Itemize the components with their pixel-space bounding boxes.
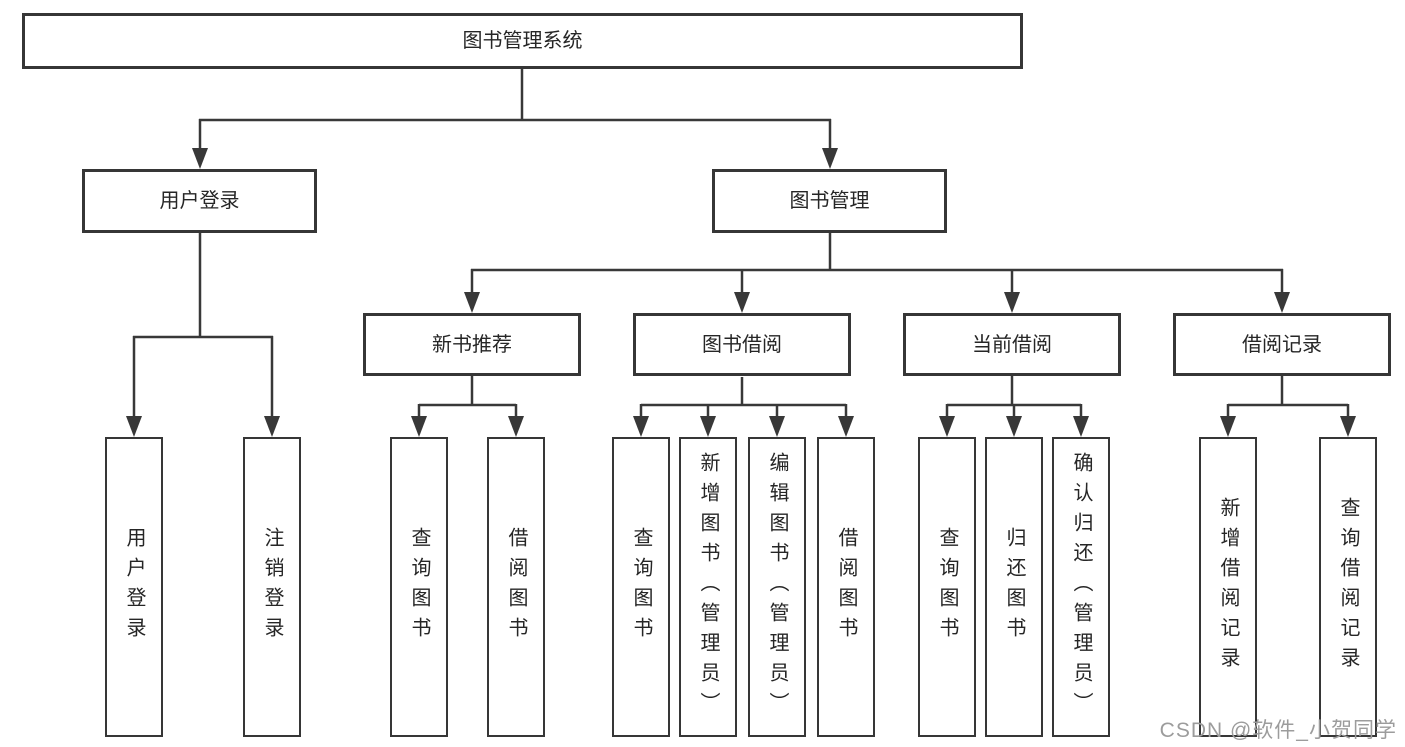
leaf-return-book: 归还图书 <box>985 437 1043 737</box>
node-user-login: 用户登录 <box>82 169 317 233</box>
leaf-add-book-admin: 新增图书（管理员） <box>679 437 737 737</box>
node-book-management: 图书管理 <box>712 169 947 233</box>
leaf-query-book-newrec: 查询图书 <box>390 437 448 737</box>
leaf-user-login: 用户登录 <box>105 437 163 737</box>
leaf-edit-book-admin: 编辑图书（管理员） <box>748 437 806 737</box>
leaf-logout: 注销登录 <box>243 437 301 737</box>
leaf-borrow-book-borrow: 借阅图书 <box>817 437 875 737</box>
leaf-add-borrow-record: 新增借阅记录 <box>1199 437 1257 737</box>
leaf-query-book-current: 查询图书 <box>918 437 976 737</box>
node-new-book-recommend: 新书推荐 <box>363 313 581 376</box>
leaf-query-book-borrow: 查询图书 <box>612 437 670 737</box>
node-borrow-record: 借阅记录 <box>1173 313 1391 376</box>
leaf-confirm-return-admin: 确认归还（管理员） <box>1052 437 1110 737</box>
leaf-query-borrow-record: 查询借阅记录 <box>1319 437 1377 737</box>
leaf-borrow-book-newrec: 借阅图书 <box>487 437 545 737</box>
node-current-borrow: 当前借阅 <box>903 313 1121 376</box>
node-root: 图书管理系统 <box>22 13 1023 69</box>
node-book-borrow: 图书借阅 <box>633 313 851 376</box>
arrowheads <box>126 148 1356 437</box>
csdn-watermark: CSDN @软件_小贺同学 <box>1159 719 1397 742</box>
